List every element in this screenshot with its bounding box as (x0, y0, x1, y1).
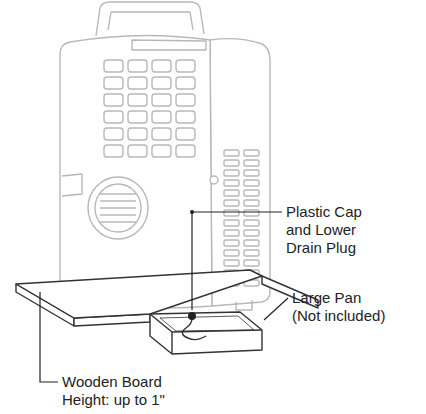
grille-slot (176, 145, 195, 157)
grille-slot (104, 128, 123, 140)
exhaust-port (88, 177, 148, 239)
grille-slot (152, 145, 171, 157)
side-handle (62, 174, 82, 196)
grille-slot (152, 77, 171, 89)
grille-slot (152, 94, 171, 106)
grille-slot (244, 230, 259, 236)
knob (210, 176, 218, 184)
grille-slot (176, 128, 195, 140)
grille-slot (104, 77, 123, 89)
grille-slot (224, 150, 239, 156)
grille-slot (244, 220, 259, 226)
handle-inner (108, 12, 193, 30)
leader-dot (190, 210, 194, 214)
board-top (16, 270, 262, 318)
leader-line (40, 292, 58, 382)
drain-water (182, 318, 206, 340)
foot (236, 300, 252, 310)
handle (96, 2, 204, 36)
duct-vane (100, 207, 136, 208)
duct-vane (100, 193, 136, 194)
grille-slot (128, 77, 147, 89)
grille-slot (104, 145, 123, 157)
grille-slot (128, 94, 147, 106)
grille-slot (244, 250, 259, 256)
grille-slot (224, 170, 239, 176)
duct-vane (100, 221, 136, 222)
exhaust-port-inner (95, 184, 141, 232)
grille-slot (224, 160, 239, 166)
side-face (210, 39, 270, 306)
grille-slot (244, 210, 259, 216)
grille-slot (104, 60, 123, 72)
large-pan (150, 312, 262, 354)
callout-label: Wooden Board Height: up to 1" (62, 373, 180, 409)
grille-slot (128, 145, 147, 157)
callout-label: Large Pan (Not included) (292, 289, 391, 325)
duct-vane (100, 214, 136, 215)
exhaust-grille (100, 194, 136, 222)
grille-slot (244, 150, 259, 156)
grille-slot (176, 94, 195, 106)
front-grille (104, 60, 195, 157)
grille-slot (224, 240, 239, 246)
grille-slot (176, 60, 195, 72)
air-conditioner (60, 2, 270, 310)
leader-line (192, 212, 282, 310)
grille-slot (244, 190, 259, 196)
grille-slot (224, 200, 239, 206)
grille-slot (224, 220, 239, 226)
grille-slot (176, 77, 195, 89)
grille-slot (128, 128, 147, 140)
grille-slot (104, 111, 123, 123)
front-face (60, 35, 212, 308)
grille-slot (224, 180, 239, 186)
leader-line (264, 298, 288, 320)
grille-slot (244, 170, 259, 176)
pan-body (150, 312, 262, 354)
grille-slot (244, 200, 259, 206)
grille-slot (244, 260, 259, 266)
grille-slot (244, 180, 259, 186)
grille-slot (128, 60, 147, 72)
grille-slot (224, 210, 239, 216)
control-panel (132, 40, 206, 50)
grille-slot (224, 230, 239, 236)
grille-slot (224, 190, 239, 196)
grille-slot (224, 250, 239, 256)
grille-slot (176, 111, 195, 123)
grille-slot (152, 111, 171, 123)
pan-rim (150, 314, 262, 332)
pan-corner (171, 332, 172, 354)
side-grille (224, 150, 259, 286)
grille-slot (104, 94, 123, 106)
grille-slot (244, 240, 259, 246)
duct-vane (100, 200, 136, 201)
grille-slot (128, 111, 147, 123)
grille-slot (224, 260, 239, 266)
grille-slot (152, 60, 171, 72)
drain-plug (188, 312, 196, 320)
pan-floor (160, 316, 254, 331)
grille-slot (244, 160, 259, 166)
callout-label: Plastic Cap and Lower Drain Plug (286, 203, 381, 257)
grille-slot (152, 128, 171, 140)
